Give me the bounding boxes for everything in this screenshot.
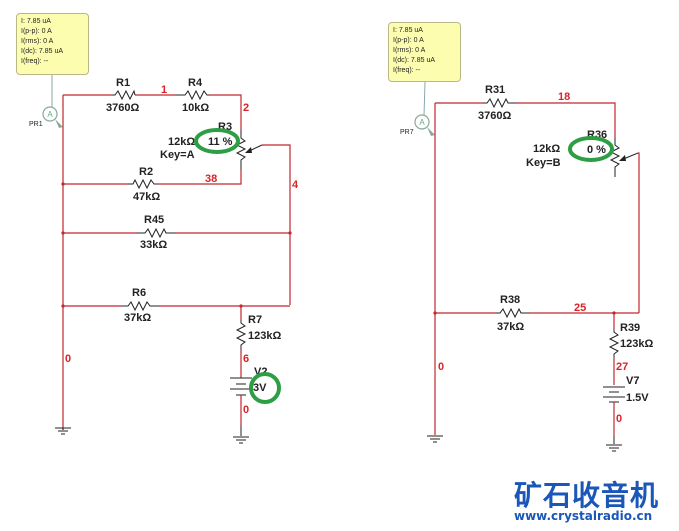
component-ref-r7: R7 xyxy=(248,314,262,326)
circuit-1: A PR1 xyxy=(29,75,299,444)
watermark-url: www.crystalradio.cn xyxy=(514,509,653,523)
component-value-r2: 47kΩ xyxy=(133,191,160,203)
junction xyxy=(61,182,65,186)
wire xyxy=(638,152,640,313)
component-value-r45: 33kΩ xyxy=(140,239,167,251)
probe-reading: I(freq): -- xyxy=(21,58,49,65)
probe-lead xyxy=(423,81,426,117)
net-label: 38 xyxy=(205,173,217,185)
junction xyxy=(433,311,437,315)
wire xyxy=(210,94,242,130)
component-key-r36: Key=B xyxy=(526,157,561,169)
potentiometer-r3-icon xyxy=(235,130,247,170)
probe-name: PR7 xyxy=(400,129,414,136)
potentiometer-setting-r3: 11 % xyxy=(208,136,233,148)
component-value-v7: 1.5V xyxy=(626,392,649,404)
wire xyxy=(516,102,616,138)
junction xyxy=(61,231,65,235)
component-value-r39: 123kΩ xyxy=(620,338,653,350)
net-label: 1 xyxy=(161,84,167,96)
probe-reading: I(p-p): 0 A xyxy=(21,28,52,35)
component-ref-r31: R31 xyxy=(485,84,505,96)
component-value-r36: 12kΩ xyxy=(533,143,560,155)
resistor-r31-icon xyxy=(483,97,516,109)
resistor-r39-icon xyxy=(608,330,620,357)
component-value-r3: 12kΩ xyxy=(168,136,195,148)
component-value-r6: 37kΩ xyxy=(124,312,151,324)
ground-icon xyxy=(606,444,622,452)
ground-icon xyxy=(233,436,249,444)
resistor-r1-icon xyxy=(112,89,136,101)
resistor-r7-icon xyxy=(235,320,247,350)
net-label: 0 xyxy=(243,404,249,416)
potentiometer-r36-icon xyxy=(609,138,621,177)
component-value-r1: 3760Ω xyxy=(106,102,139,114)
highlight-circle xyxy=(194,128,240,154)
net-label: 2 xyxy=(243,102,249,114)
junction xyxy=(612,311,616,315)
net-label: 0 xyxy=(616,413,622,425)
component-value-r38: 37kΩ xyxy=(497,321,524,333)
ammeter-probe-icon[interactable]: A xyxy=(42,106,63,128)
resistor-r4-icon xyxy=(175,89,210,101)
net-label: 0 xyxy=(65,353,71,365)
component-value-v2: 3V xyxy=(253,382,267,394)
probe-readout-pr1: I: 7.85 uA I(p-p): 0 A I(rms): 0 A I(dc)… xyxy=(16,13,89,75)
probe-reading: I(rms): 0 A xyxy=(21,38,54,45)
svg-text:A: A xyxy=(419,118,425,127)
net-label: 6 xyxy=(243,353,249,365)
probe-reading: I(freq): -- xyxy=(393,67,421,74)
probe-reading: I(dc): 7.85 uA xyxy=(393,57,436,64)
highlight-circle xyxy=(568,136,614,162)
net-label: 18 xyxy=(558,91,570,103)
probe-reading: I(dc): 7.85 uA xyxy=(21,48,64,55)
component-ref-r6: R6 xyxy=(132,287,146,299)
component-ref-r38: R38 xyxy=(500,294,520,306)
probe-reading: I: 7.85 uA xyxy=(393,27,423,34)
probe-readout-pr7: I: 7.85 uA I(p-p): 0 A I(rms): 0 A I(dc)… xyxy=(388,22,461,82)
junction xyxy=(61,304,65,308)
resistor-r2-icon xyxy=(128,178,158,190)
potentiometer-setting-r36: 0 % xyxy=(587,144,606,156)
net-label: 4 xyxy=(292,179,299,191)
probe-name: PR1 xyxy=(29,121,43,128)
component-ref-r39: R39 xyxy=(620,322,640,334)
wire xyxy=(262,144,291,305)
net-label: 0 xyxy=(438,361,444,373)
resistor-r6-icon xyxy=(122,300,159,312)
component-value-r7: 123kΩ xyxy=(248,330,281,342)
component-value-r4: 10kΩ xyxy=(182,102,209,114)
battery-v7-icon xyxy=(603,386,625,403)
net-label: 27 xyxy=(616,361,628,373)
component-ref-r45: R45 xyxy=(144,214,164,226)
component-ref-r2: R2 xyxy=(139,166,153,178)
wire xyxy=(158,170,242,185)
junction xyxy=(239,304,243,308)
probe-reading: I: 7.85 uA xyxy=(21,18,51,25)
junction xyxy=(288,231,292,235)
highlight-circle xyxy=(249,372,281,404)
component-key-r3: Key=A xyxy=(160,149,195,161)
circuit-2: A PR7 xyxy=(400,81,653,452)
resistor-r38-icon xyxy=(495,307,530,319)
ground-icon xyxy=(427,435,443,443)
probe-reading: I(rms): 0 A xyxy=(393,47,426,54)
component-ref-v7: V7 xyxy=(626,375,639,387)
probe-reading: I(p-p): 0 A xyxy=(393,37,424,44)
watermark-logo: 矿石收音机 xyxy=(514,479,660,512)
component-ref-r1: R1 xyxy=(116,77,130,89)
net-label: 25 xyxy=(574,302,586,314)
battery-v2-icon xyxy=(230,377,252,396)
svg-text:A: A xyxy=(47,110,53,119)
component-ref-r4: R4 xyxy=(188,77,203,89)
resistor-r45-icon xyxy=(137,227,175,239)
ammeter-probe-icon[interactable]: A xyxy=(414,114,435,136)
component-value-r31: 3760Ω xyxy=(478,110,511,122)
ground-icon xyxy=(55,427,71,435)
